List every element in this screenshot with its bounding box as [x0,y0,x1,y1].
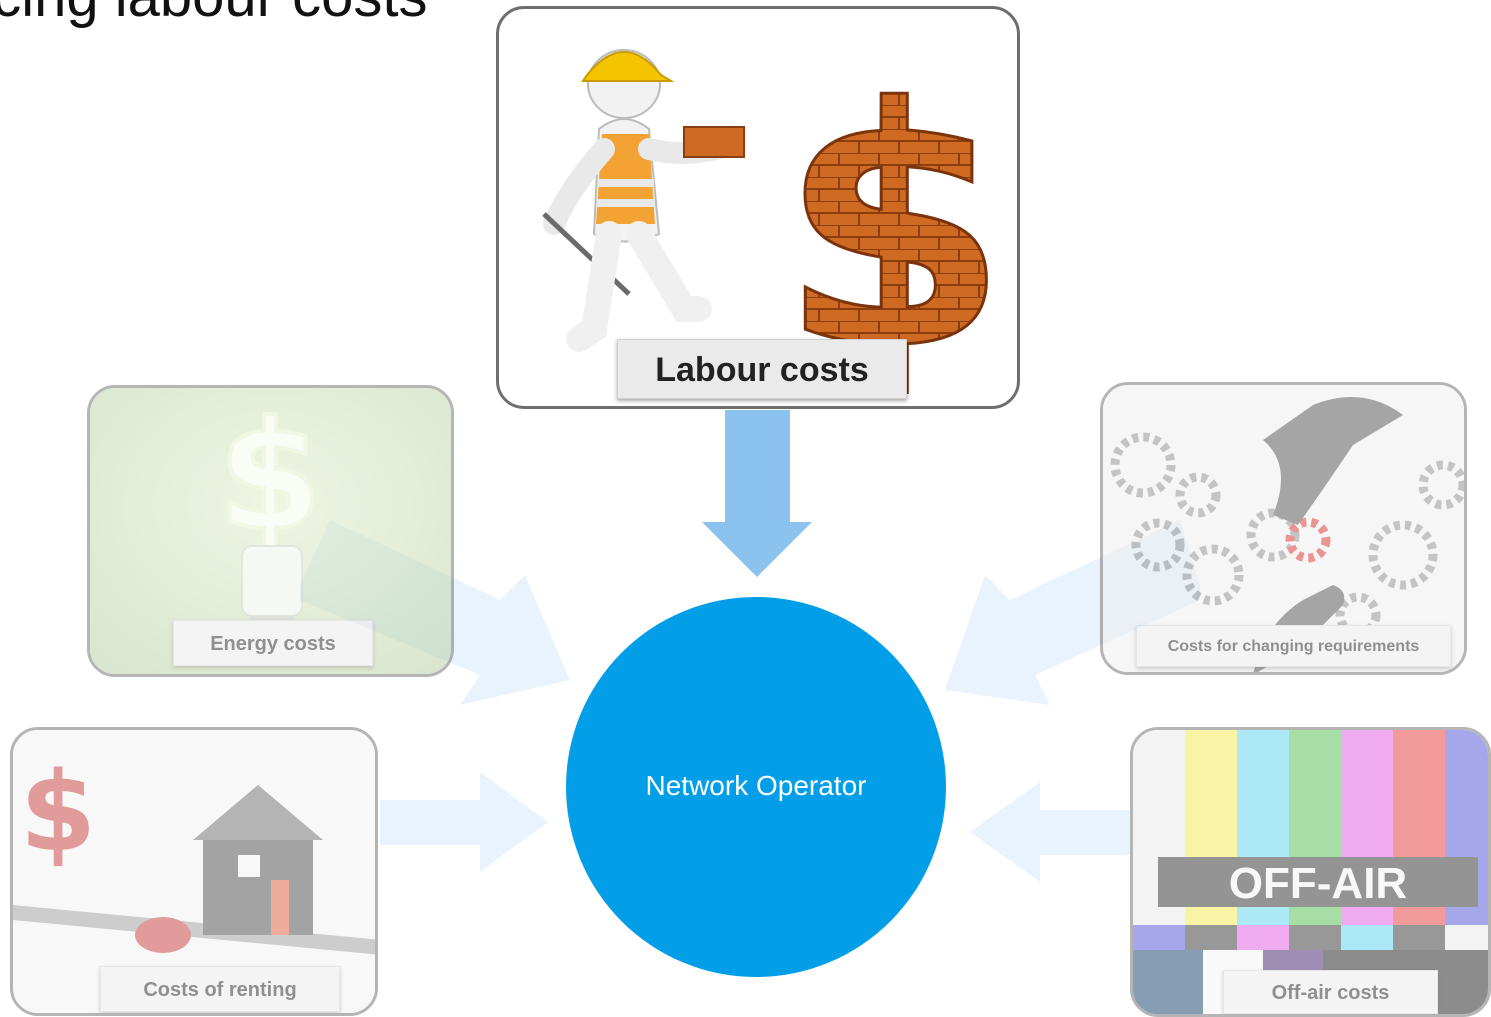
card-label-labour-costs: Labour costs [617,339,907,399]
card-energy-costs[interactable]: $ Energy costs [87,385,454,677]
slide-title: ucing labour costs [0,0,580,42]
off-air-overlay-text: OFF-AIR [1229,859,1407,908]
arrow-renting [380,772,548,872]
network-operator-hub[interactable]: Network Operator [566,597,946,977]
lightbulb-dollar-icon: $ [90,388,451,674]
hub-label: Network Operator [645,770,867,801]
card-off-air-costs[interactable]: OFF-AIR Off-air costs [1130,727,1491,1017]
svg-text:$: $ [20,748,97,876]
card-label-changing-requirements: Costs for changing requirements [1136,625,1451,667]
arrow-labour [702,410,812,577]
house-dollar-seesaw-icon: $ [13,730,375,1013]
card-label-energy-costs: Energy costs [173,620,373,666]
card-label-costs-of-renting: Costs of renting [100,966,340,1012]
card-changing-requirements[interactable]: Costs for changing requirements [1100,382,1467,675]
arrow-offair [970,782,1130,882]
svg-text:$: $ [218,390,322,564]
card-label-off-air-costs: Off-air costs [1223,970,1438,1014]
card-costs-of-renting[interactable]: $ Costs of renting [10,727,378,1016]
card-labour-costs[interactable]: $ Labour costs [496,6,1020,409]
